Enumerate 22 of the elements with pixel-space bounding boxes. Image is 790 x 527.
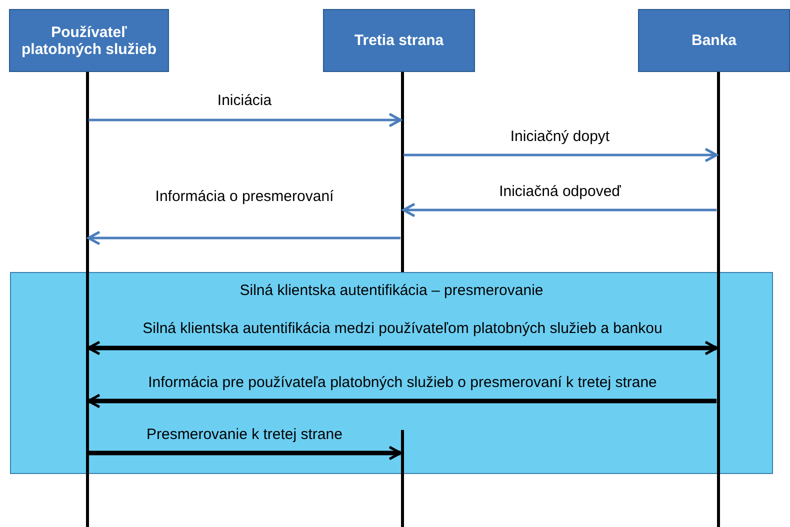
participant-box: Banka (638, 9, 790, 72)
lifeline (400, 430, 404, 527)
message-label: Presmerovanie k tretej strane (146, 426, 342, 443)
message-arrow (87, 340, 718, 356)
message-label: Informácia o presmerovaní (155, 188, 334, 205)
message-arrow (87, 230, 400, 246)
message-arrow (88, 112, 402, 128)
message-label: Silná klientska autentifikácia medzi používateľom platobných služieb a bankou (142, 320, 662, 337)
message-label: Iniciačný dopyt (510, 128, 610, 145)
lifeline (400, 72, 404, 272)
message-label: Iniciácia (217, 92, 272, 109)
message-label: Iniciačná odpoveď (499, 183, 621, 200)
band-title: Silná klientska autentifikácia – presmerovanie (240, 282, 544, 299)
message-arrow (87, 394, 716, 408)
message-label: Informácia pre používateľa platobných služieb o presmerovaní k tretej strane (148, 374, 657, 391)
message-arrow (402, 202, 716, 218)
participant-box: Tretia strana (323, 9, 475, 72)
participant-box: Používateľ platobných služieb (9, 9, 169, 72)
lifeline (86, 72, 88, 527)
lifeline (716, 72, 720, 527)
message-arrow (88, 446, 402, 460)
message-arrow (404, 148, 718, 162)
